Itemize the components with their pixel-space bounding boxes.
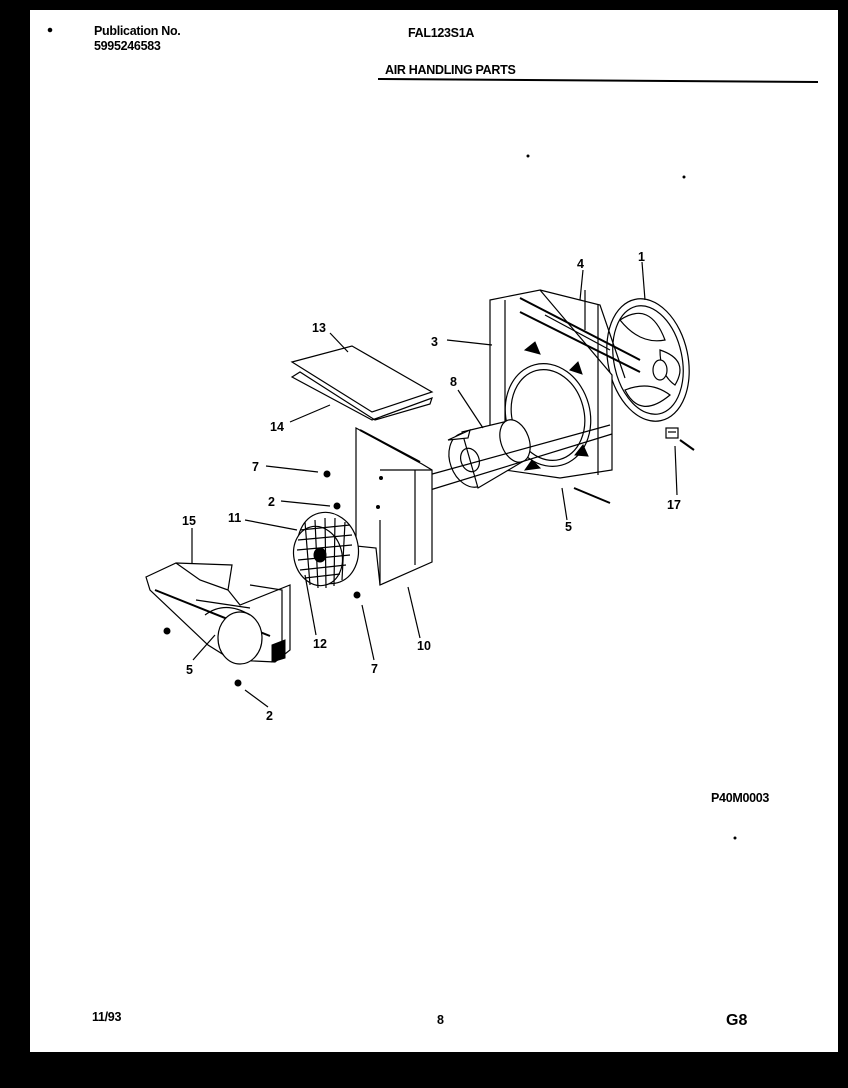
scan-edge-marks — [0, 55, 17, 773]
leader-lines — [191, 261, 678, 708]
insulation-pads — [290, 345, 434, 421]
callout-label: 8 — [450, 375, 457, 389]
callout-label: 2 — [268, 495, 275, 509]
callout-label: 13 — [312, 321, 326, 335]
callout-label: 5 — [565, 520, 572, 534]
model-number: FAL123S1A — [408, 26, 475, 40]
callout-label: 11 — [228, 511, 241, 525]
fan-motor — [424, 419, 613, 491]
callout-label: 15 — [182, 514, 196, 528]
callout-label: 5 — [186, 663, 193, 677]
callout-label: 7 — [371, 662, 378, 676]
corner-dot — [47, 27, 53, 33]
header-rule — [377, 78, 819, 83]
scroll-plate — [355, 426, 433, 586]
callout-labels: 1 4 3 13 8 14 7 2 17 5 15 11 12 10 5 2 7 — [182, 250, 681, 723]
callout-label: 17 — [667, 498, 681, 512]
callout-label: 3 — [431, 335, 438, 349]
condenser-fan-blade — [606, 298, 690, 422]
callout-label: 2 — [266, 709, 273, 723]
callout-label: 10 — [417, 639, 431, 653]
callout-label: 7 — [252, 460, 259, 474]
screws — [163, 470, 611, 687]
fan-clip — [665, 427, 695, 451]
callout-label: 1 — [638, 250, 645, 264]
mounting-rails — [519, 290, 641, 373]
figure-code: P40M0003 — [711, 791, 770, 805]
footer-page-number: 8 — [437, 1013, 444, 1027]
section-title: AIR HANDLING PARTS — [385, 63, 516, 77]
callout-label: 4 — [577, 257, 584, 271]
footer-code: G8 — [726, 1012, 748, 1029]
blower-housing — [145, 562, 291, 665]
footer-date: 11/93 — [92, 1010, 122, 1024]
parts-sheet — [30, 10, 838, 1052]
callout-label: 12 — [313, 637, 327, 651]
blower-wheel — [292, 511, 360, 589]
callout-label: 14 — [270, 420, 284, 434]
publication-number: 5995246583 — [94, 39, 161, 53]
publication-label: Publication No. — [94, 24, 181, 38]
